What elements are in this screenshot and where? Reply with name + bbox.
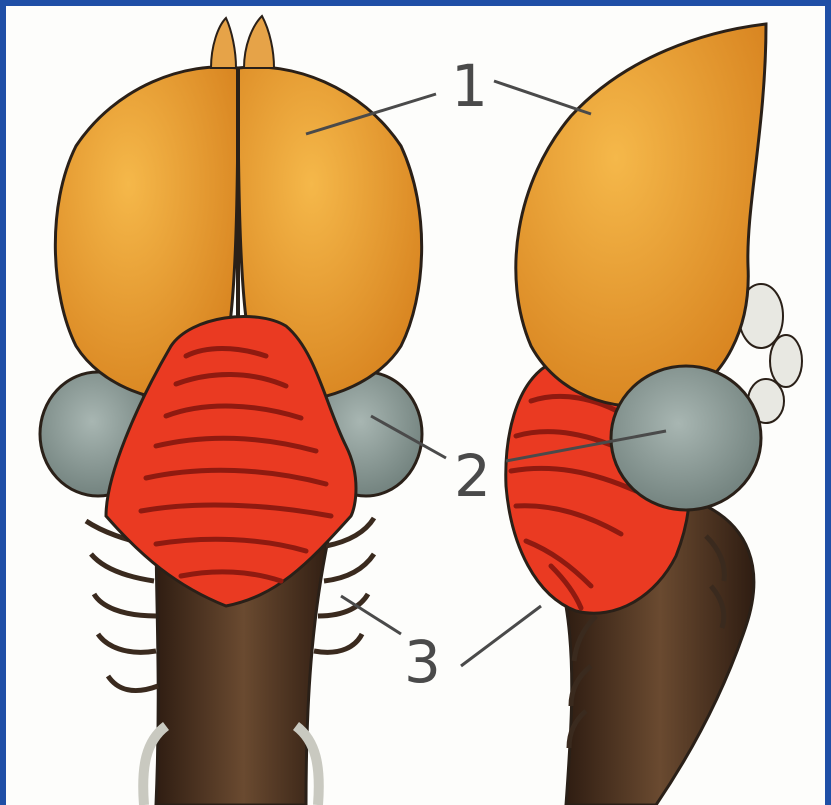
diagram-frame: 1 2 3	[6, 6, 825, 805]
lateral-hemisphere	[516, 24, 766, 406]
dorsal-view-brain	[40, 16, 422, 805]
leader-3-left	[341, 596, 401, 634]
label-3: 3	[404, 628, 441, 696]
label-1: 1	[451, 52, 488, 120]
label-2: 2	[454, 442, 491, 510]
lateral-view-brain	[506, 24, 802, 805]
brain-diagram: 1 2 3	[6, 6, 825, 805]
dorsal-olfactory-bulb-left	[211, 18, 236, 68]
dorsal-olfactory-bulb-right	[244, 16, 274, 68]
leader-3-right	[461, 606, 541, 666]
leader-1-right	[494, 81, 591, 114]
